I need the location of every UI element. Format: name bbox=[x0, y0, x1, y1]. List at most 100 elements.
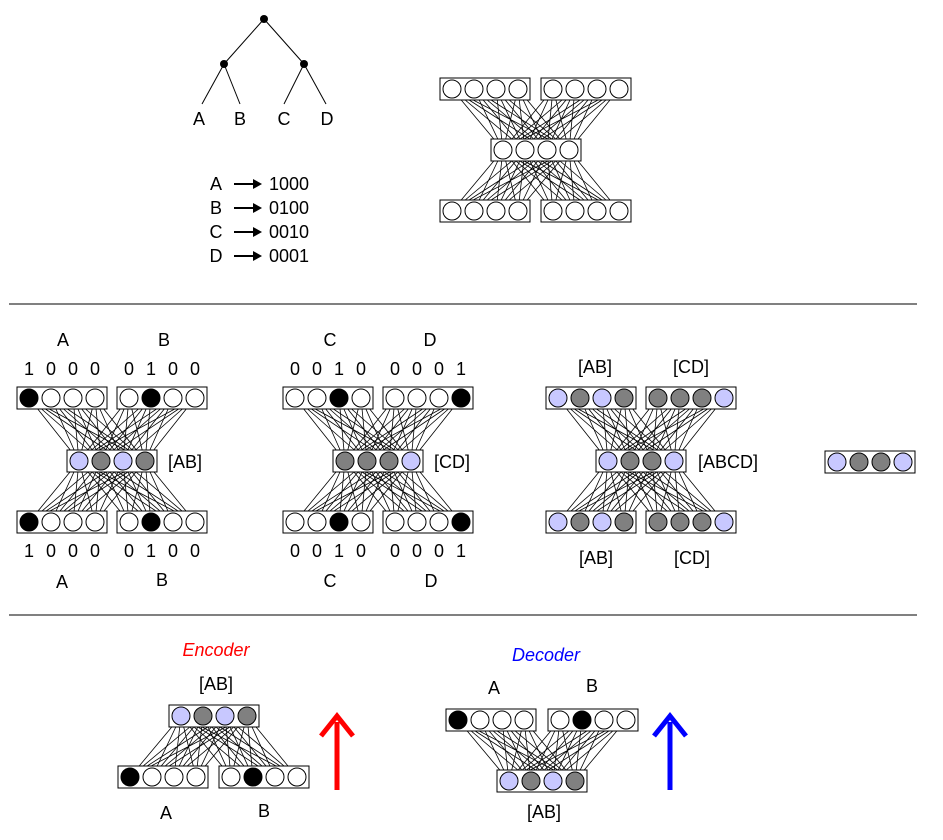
panel-cd-bottom-label: C bbox=[324, 571, 337, 591]
tree-node-dot bbox=[300, 60, 308, 68]
panel-cd-top-bit: 0 bbox=[390, 359, 400, 379]
encoder-hidden-node bbox=[215, 706, 235, 726]
encoding-arrow-head bbox=[253, 203, 262, 213]
panel-ab-hidden-node bbox=[91, 451, 111, 471]
panel-cd-bottom-bit: 1 bbox=[456, 541, 466, 561]
encoder-hidden-node bbox=[171, 706, 191, 726]
panel-ab-bottom-bit: 0 bbox=[90, 541, 100, 561]
panel-ab-top-bit: 1 bbox=[146, 359, 156, 379]
panel-abcd-hidden-label: [ABCD] bbox=[698, 452, 758, 472]
encoder-bottom-label: A bbox=[160, 803, 172, 823]
panel-abcd-hidden-node bbox=[642, 451, 662, 471]
panel-abcd-top-label: [AB] bbox=[578, 357, 612, 377]
panel-cd-input-right-node bbox=[385, 388, 405, 408]
encoding-code: 0001 bbox=[269, 246, 309, 266]
panel-ab-bottom-bit: 0 bbox=[68, 541, 78, 561]
panel-ab-output-left-node bbox=[63, 512, 83, 532]
panel-ab-output-left-node bbox=[85, 512, 105, 532]
tree-leaf-d: D bbox=[321, 109, 334, 129]
panel-cd-input-right-node bbox=[429, 388, 449, 408]
panel-cd-input-left-node bbox=[329, 388, 349, 408]
tree-edge bbox=[223, 18, 265, 65]
encoder-input-left-node bbox=[164, 767, 184, 787]
decoder-output-right-node bbox=[594, 710, 614, 730]
panel-abcd-output-right-node bbox=[670, 512, 690, 532]
encoder-hidden-box bbox=[168, 704, 260, 728]
panel-cd-top-label: C bbox=[324, 330, 337, 350]
panel-cd-hidden-label: [CD] bbox=[434, 452, 470, 472]
panel-cd-top-bit: 0 bbox=[356, 359, 366, 379]
panel-cd-top-bit: 0 bbox=[312, 359, 322, 379]
panel-ab-input-right-node bbox=[185, 388, 205, 408]
panel-cd-bottom-bit: 0 bbox=[290, 541, 300, 561]
encoder-input-right-box bbox=[218, 765, 310, 789]
abcd-result-node bbox=[893, 452, 913, 472]
panel-cd-output-left-node bbox=[351, 512, 371, 532]
network-shapes bbox=[9, 15, 917, 793]
panel-ab-output-left-node bbox=[41, 512, 61, 532]
panel-ab-bottom-bit: 0 bbox=[168, 541, 178, 561]
panel-cd-output-right-node bbox=[429, 512, 449, 532]
panel-abcd-top-label: [CD] bbox=[673, 357, 709, 377]
encoding-symbol: B bbox=[210, 198, 222, 218]
panel-abcd-output-left-node bbox=[592, 512, 612, 532]
panel-ab-output-right-node bbox=[185, 512, 205, 532]
encoding-symbol: A bbox=[210, 174, 222, 194]
panel-cd-input-left-node bbox=[307, 388, 327, 408]
panel-ab-top-bit: 1 bbox=[24, 359, 34, 379]
panel-ab-input-right-node bbox=[163, 388, 183, 408]
decoder-hidden-node bbox=[543, 771, 563, 791]
panel-abcd-input-right-node bbox=[714, 388, 734, 408]
panel-ab-input-left-node bbox=[41, 388, 61, 408]
blank-output-left-node bbox=[508, 201, 528, 221]
panel-cd-top-bit: 0 bbox=[412, 359, 422, 379]
decoder-hidden-label: [AB] bbox=[527, 802, 561, 822]
panel-abcd-output-right-node bbox=[692, 512, 712, 532]
panel-cd-output-right-box bbox=[382, 510, 474, 534]
decoder-output-left-node bbox=[492, 710, 512, 730]
decoder-output-right-node bbox=[572, 710, 592, 730]
encoder-hidden-label: [AB] bbox=[199, 674, 233, 694]
blank-input-right-node bbox=[609, 79, 629, 99]
panel-cd-top-bit: 0 bbox=[434, 359, 444, 379]
blank-output-left-node bbox=[486, 201, 506, 221]
panel-cd-input-left-node bbox=[351, 388, 371, 408]
panel-abcd-hidden-node bbox=[664, 451, 684, 471]
panel-cd-output-right-node bbox=[385, 512, 405, 532]
encoding-symbol: D bbox=[210, 246, 223, 266]
panel-cd-bottom-label: D bbox=[425, 571, 438, 591]
decoder-output-right-node bbox=[550, 710, 570, 730]
panel-abcd-output-left-node bbox=[570, 512, 590, 532]
panel-ab-top-label: B bbox=[158, 330, 170, 350]
panel-ab-input-right-box bbox=[116, 386, 208, 410]
tree-edge bbox=[283, 63, 305, 105]
tree-leaf-c: C bbox=[278, 109, 291, 129]
panel-cd-hidden-node bbox=[357, 451, 377, 471]
blank-hidden-node bbox=[515, 140, 535, 160]
panel-ab-output-right-node bbox=[119, 512, 139, 532]
panel-cd-output-left-box bbox=[282, 510, 374, 534]
panel-abcd-output-right-node bbox=[648, 512, 668, 532]
blank-output-right-node bbox=[587, 201, 607, 221]
decoder-top-label: B bbox=[586, 676, 598, 696]
blank-output-left-node bbox=[442, 201, 462, 221]
tree-edge bbox=[201, 63, 225, 105]
encoder-hidden-node bbox=[193, 706, 213, 726]
panel-cd-hidden-node bbox=[379, 451, 399, 471]
tree-edge bbox=[223, 63, 241, 105]
panel-cd-bottom-bit: 0 bbox=[356, 541, 366, 561]
panel-cd-hidden-node bbox=[401, 451, 421, 471]
panel-abcd-hidden-node bbox=[598, 451, 618, 471]
encoding-code: 0010 bbox=[269, 222, 309, 242]
panel-ab-input-right-node bbox=[119, 388, 139, 408]
tree-leaf-b: B bbox=[234, 109, 246, 129]
panel-ab-top-bit: 0 bbox=[168, 359, 178, 379]
panel-cd-input-right-node bbox=[451, 388, 471, 408]
encoder-title: Encoder bbox=[182, 640, 250, 660]
encoding-code: 1000 bbox=[269, 174, 309, 194]
encoder-bottom-label: B bbox=[258, 801, 270, 821]
panel-cd-output-left-node bbox=[285, 512, 305, 532]
panel-cd-hidden-box bbox=[332, 449, 424, 473]
panel-ab-output-left-box bbox=[16, 510, 108, 534]
blank-output-left-box bbox=[439, 199, 531, 223]
